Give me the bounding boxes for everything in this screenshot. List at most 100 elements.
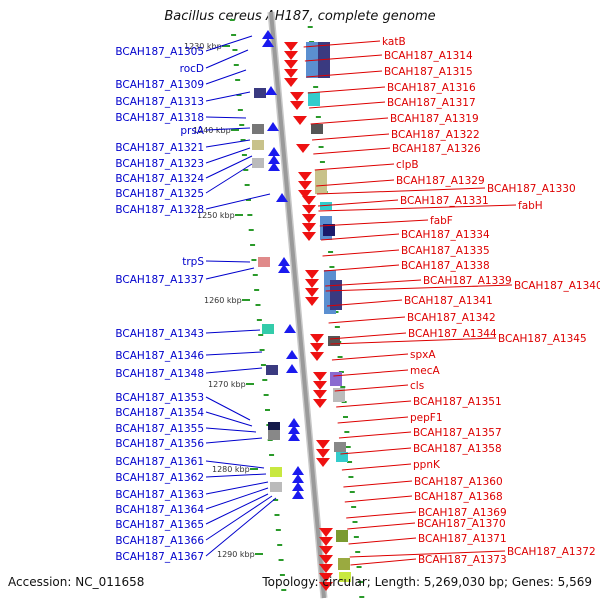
right-gene-label: BCAH187_A1345 [498, 333, 587, 345]
forward-gene-arrow [292, 474, 304, 483]
right-gene-label: BCAH187_A1351 [413, 396, 502, 408]
reverse-gene-arrow [319, 573, 333, 582]
right-label-leader [321, 233, 400, 241]
left-label-leader [205, 116, 247, 119]
reverse-gene-arrow [313, 390, 327, 399]
forward-gene-arrow [292, 466, 304, 475]
right-gene-label: spxA [410, 349, 436, 361]
left-label-leader [205, 497, 277, 557]
right-label-leader [325, 279, 422, 287]
left-label-leader [205, 260, 251, 263]
gene-feature-box [328, 336, 340, 346]
left-label-leader [205, 487, 269, 510]
left-gene-label: BCAH187_A1325 [115, 188, 204, 200]
right-label-leader [337, 416, 409, 424]
gene-feature-box [258, 257, 270, 267]
gene-feature-box [338, 558, 350, 570]
gene-feature-box [311, 124, 323, 134]
gene-feature-box [330, 372, 342, 386]
right-gene-label: BCAH187_A1369 [418, 507, 507, 519]
right-label-leader [307, 86, 386, 94]
right-label-leader [306, 70, 383, 78]
reverse-gene-arrow [293, 116, 307, 125]
left-gene-label: BCAH187_A1362 [115, 472, 204, 484]
left-gene-label: BCAH187_A1364 [115, 504, 204, 516]
right-label-leader [319, 219, 429, 227]
left-gene-label: BCAH187_A1309 [115, 79, 204, 91]
reverse-gene-arrow [319, 537, 333, 546]
forward-gene-arrow [288, 418, 300, 427]
right-label-leader [323, 264, 400, 272]
left-label-leader [205, 139, 251, 148]
forward-gene-arrow [288, 425, 300, 434]
forward-gene-arrow [276, 193, 288, 202]
right-label-leader [303, 40, 381, 48]
right-gene-label: BCAH187_A1314 [384, 50, 473, 62]
forward-gene-arrow [268, 155, 280, 164]
reverse-gene-arrow [284, 42, 298, 51]
reverse-gene-arrow [319, 564, 333, 573]
reverse-gene-arrow [302, 232, 316, 241]
right-gene-label: BCAH187_A1329 [396, 175, 485, 187]
left-label-leader [205, 69, 247, 85]
forward-gene-arrow [288, 432, 300, 441]
left-gene-label: BCAH187_A1348 [115, 368, 204, 380]
reverse-gene-arrow [305, 279, 319, 288]
left-gene-label: BCAH187_A1343 [115, 328, 204, 340]
right-label-leader [341, 463, 412, 471]
right-label-leader [322, 249, 400, 257]
right-label-leader [330, 337, 497, 345]
left-label-leader [205, 411, 253, 427]
right-gene-label: BCAH187_A1341 [404, 295, 493, 307]
right-gene-label: BCAH187_A1357 [413, 427, 502, 439]
forward-gene-arrow [265, 86, 277, 95]
kbp-scale-label: 1240 kbp [193, 126, 231, 135]
reverse-gene-arrow [313, 372, 327, 381]
kbp-scale-label: 1260 kbp [204, 296, 242, 305]
right-gene-label: BCAH187_A1373 [418, 554, 507, 566]
gene-feature-box [268, 430, 280, 440]
reverse-gene-arrow [284, 60, 298, 69]
right-label-leader [328, 316, 406, 324]
reverse-gene-arrow [305, 297, 319, 306]
left-label-leader [205, 460, 265, 469]
forward-gene-arrow [267, 122, 279, 131]
left-label-leader [205, 267, 255, 280]
right-label-leader [313, 147, 391, 155]
right-label-leader [317, 199, 399, 207]
right-label-leader [338, 431, 412, 439]
right-gene-label: BCAH187_A1368 [414, 491, 503, 503]
genome-axis [269, 11, 326, 599]
right-gene-label: BCAH187_A1342 [407, 312, 496, 324]
reverse-gene-arrow [310, 343, 324, 352]
right-label-leader [349, 550, 506, 558]
left-gene-label: BCAH187_A1356 [115, 438, 204, 450]
gene-feature-box [252, 158, 264, 168]
reverse-gene-arrow [290, 101, 304, 110]
left-label-leader [205, 495, 273, 541]
right-gene-label: BCAH187_A1335 [401, 245, 490, 257]
forward-gene-arrow [268, 162, 280, 171]
left-gene-label: BCAH187_A1366 [115, 535, 204, 547]
left-gene-label: BCAH187_A1318 [115, 112, 204, 124]
gene-feature-box [270, 482, 282, 492]
left-label-leader [205, 481, 269, 495]
right-gene-label: katB [382, 36, 406, 48]
left-label-leader [205, 351, 263, 356]
right-label-leader [325, 284, 513, 292]
gene-feature-box [266, 365, 278, 375]
left-label-leader [205, 473, 267, 478]
forward-gene-arrow [262, 38, 274, 47]
left-gene-label: BCAH187_A1305 [115, 46, 204, 58]
left-label-leader [205, 437, 263, 444]
reverse-gene-arrow [316, 440, 330, 449]
left-label-leader [205, 91, 251, 102]
left-gene-label: BCAH187_A1353 [115, 392, 204, 404]
right-gene-label: BCAH187_A1370 [417, 518, 506, 530]
right-label-leader [311, 133, 390, 141]
left-label-leader [205, 35, 253, 52]
right-gene-label: fabH [518, 200, 543, 212]
accession-text: Accession: NC_011658 [8, 575, 145, 589]
kbp-scale-label: 1230 kbp [184, 42, 222, 51]
